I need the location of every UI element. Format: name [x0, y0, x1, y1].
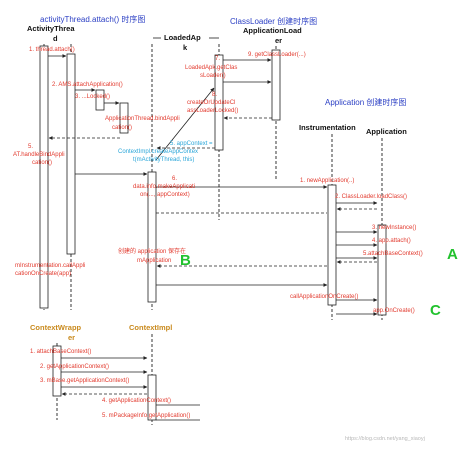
application-loader-header-suffix: er — [275, 36, 282, 45]
msg-call-application-on-create: callApplicationOnCreate() — [290, 294, 358, 300]
msg-app-context-3: t(mActivityThread, this) — [133, 157, 194, 163]
msg-load-class: 2. ClassLoader.loadClass() — [335, 194, 407, 200]
msg-ci-mpackageinfo: 5. mPackageInfo.getApplication() — [102, 413, 190, 419]
msg-handle-bind-3: cation() — [32, 160, 52, 166]
watermark: https://blog.csdn.net/yang_xiaoyj — [345, 436, 425, 442]
msg-minstrumentation-1: mInstrumentation.callAppli — [15, 263, 85, 269]
application-sequence-title: Application 创建时序图 — [325, 97, 406, 107]
msg-attach-base-context: 5.attachBaseContext() — [363, 251, 423, 257]
msg-make-application-2: data.info.makeApplicati — [133, 184, 195, 190]
msg-make-application-3: on(..., appContext) — [140, 192, 190, 198]
classloader-sequence-title: ClassLoader 创建时序图 — [230, 16, 317, 26]
msg-create-classloader-2: createOrUpdateCl — [187, 100, 235, 106]
arrow-get-class-loader — [155, 87, 215, 161]
msg-app-context-1: 5. appContext = — [170, 141, 213, 147]
msg-get-class-loader: 9. getClassLoader(...) — [248, 52, 306, 58]
msg-cw-get-app-context: 2. getApplicationContext() — [40, 364, 109, 370]
msg-app-on-create: app.OnCreate() — [373, 308, 415, 314]
msg-cw-attach-base-context: 1. attachBaseContext() — [30, 349, 91, 355]
activation-context-impl — [147, 374, 157, 421]
application-header: Application — [366, 127, 407, 136]
context-wrapper-header: ContextWrapp — [30, 323, 82, 332]
marker-a: A — [447, 246, 458, 263]
msg-loaded-apk-2: LoadedApk.getClas — [185, 65, 237, 71]
activity-thread-header-suffix: d — [53, 34, 58, 43]
activation-application — [377, 224, 387, 316]
activation-instrumentation — [327, 184, 337, 306]
msg-created-application-1: 创建的 application 保存在 — [118, 247, 186, 255]
msg-ams-attach: 2. AMS.attachApplication() — [52, 82, 123, 88]
marker-b: B — [180, 252, 191, 269]
msg-cw-mbase: 3. mBase.getApplicationContext() — [40, 378, 129, 384]
activation-loaded-apk — [147, 171, 157, 303]
msg-new-instance: 3. newInstance() — [372, 225, 416, 231]
msg-created-application-2: mApplication — [137, 258, 171, 264]
msg-bind-application-2: cation() — [112, 125, 132, 131]
activation-application-thread — [119, 102, 129, 134]
instrumentation-header: Instrumentation — [299, 123, 356, 132]
msg-app-attach: 4. app.attach() — [372, 238, 411, 244]
activation-loaded-apk-2 — [214, 54, 224, 151]
activity-thread-header: ActivityThrea — [27, 24, 75, 33]
msg-handle-bind-2: AT.handleBindAppli — [13, 152, 65, 158]
msg-app-context-2: ContextImpl.createAppContex — [118, 149, 198, 155]
msg-new-application: 1. newApplication(..) — [300, 178, 354, 184]
msg-handle-bind-1: 5. — [28, 144, 33, 150]
activation-activity-thread-2 — [66, 53, 76, 255]
context-impl-header: ContextImpl — [129, 323, 172, 332]
context-wrapper-header-suffix: er — [68, 333, 75, 342]
activation-activity-thread — [39, 45, 49, 309]
msg-loaded-apk-1: 7. — [215, 56, 220, 62]
msg-ci-get-app-context: 4. getApplicationContext() — [102, 398, 171, 404]
msg-create-classloader-3: assLoaderLocked() — [187, 108, 238, 114]
msg-minstrumentation-2: cationOnCreate(app) — [15, 271, 71, 277]
msg-thread-attach: 1. thread.attach() — [29, 47, 75, 53]
msg-bind-application: ApplicationThread.bindAppli — [105, 116, 180, 122]
attach-sequence-title: activityThread.attach() 时序图 — [40, 14, 145, 24]
msg-make-application-1: 6. — [172, 176, 177, 182]
activation-ams — [95, 89, 105, 111]
application-loader-header: ApplicationLoad — [243, 26, 302, 35]
msg-create-classloader-1: 8. — [212, 92, 217, 98]
msg-loaded-apk-3: sLoader() — [200, 73, 226, 79]
loaded-apk-header: LoadedAp — [164, 33, 201, 42]
loaded-apk-header-suffix: k — [183, 43, 188, 52]
activation-context-wrapper — [52, 345, 62, 397]
activation-application-loader — [271, 49, 281, 121]
marker-c: C — [430, 302, 441, 319]
msg-locked: 3. ...Locked() — [75, 94, 110, 100]
